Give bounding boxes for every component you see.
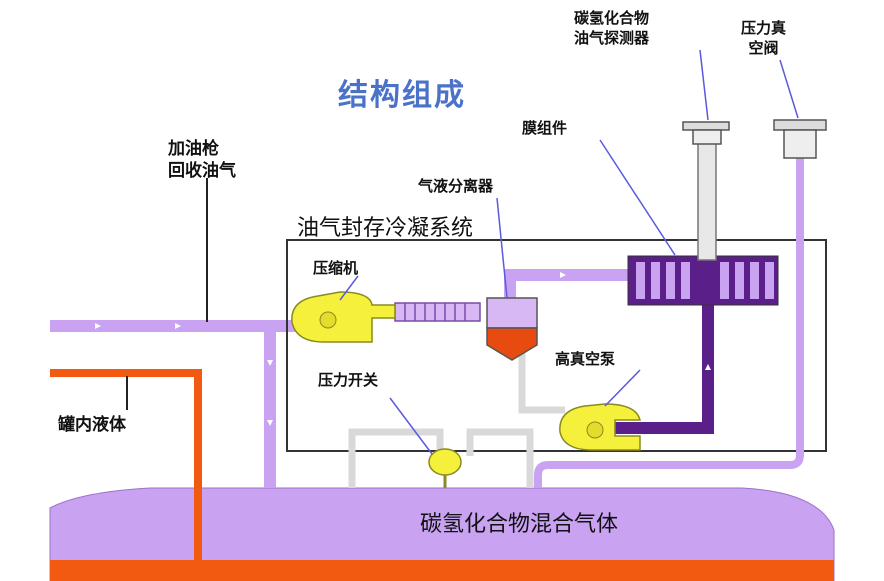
pressure-switch [428, 448, 462, 476]
tank-floor [50, 560, 834, 581]
bellows-pipe [394, 302, 481, 322]
label-pressure-switch: 压力开关 [318, 371, 379, 389]
label-nozzle-recovery: 加油枪 回收油气 [168, 138, 236, 182]
valve-body [783, 129, 817, 159]
valve-cap [773, 119, 827, 131]
label-compressor: 压缩机 [313, 259, 359, 277]
separator-to-membrane-pipe [504, 269, 628, 300]
label-vacuum-valve-line1: 压力真 [741, 19, 787, 37]
label-vacuum-valve: 压力真 空阀 [741, 18, 786, 58]
label-membrane: 膜组件 [522, 119, 568, 137]
separator-leader [496, 197, 508, 299]
label-vacuum-valve-line2: 空阀 [748, 39, 779, 57]
label-separator: 气液分离器 [418, 177, 494, 195]
vacuum-pump-hub [586, 421, 604, 439]
sensor-probe-tube [697, 139, 717, 261]
label-vacuum-pump: 高真空泵 [555, 350, 616, 368]
return-pipe-right [466, 428, 534, 488]
sensor-probe-cap [682, 121, 730, 131]
diagram-title: 结构组成 [338, 78, 466, 113]
label-sensor: 碳氢化合物 油气探测器 [574, 8, 649, 48]
label-tank-liquid: 罐内液体 [58, 415, 126, 435]
label-gas-mixture: 碳氢化合物混合气体 [420, 512, 619, 537]
separator-liquid [486, 327, 538, 361]
separator-vessel [486, 297, 538, 329]
label-sensor-line2: 油气探测器 [574, 29, 650, 47]
return-pipe-left [348, 428, 444, 488]
pressure-switch-leader [389, 397, 433, 455]
vacuum-pump-leader [604, 369, 641, 407]
membrane-outlet-pipe [615, 305, 714, 434]
membrane-leader [599, 139, 676, 256]
condensing-system-box [286, 239, 827, 452]
vent-pipe [534, 150, 804, 488]
label-sensor-line1: 碳氢化合物 [574, 9, 650, 27]
valve-leader [779, 59, 799, 119]
compressor-hub [319, 311, 337, 329]
sensor-leader [699, 49, 709, 121]
compressor-body [291, 291, 396, 343]
tank-liquid-pipe [50, 369, 202, 560]
label-condensing-system: 油气封存冷凝系统 [297, 216, 474, 241]
label-nozzle-line2: 回收油气 [168, 161, 236, 181]
sensor-probe-neck [692, 129, 722, 145]
compressor-leader [339, 275, 359, 301]
label-nozzle-line1: 加油枪 [168, 139, 219, 159]
storage-tank [49, 487, 835, 581]
return-pipe-mid [518, 352, 565, 414]
